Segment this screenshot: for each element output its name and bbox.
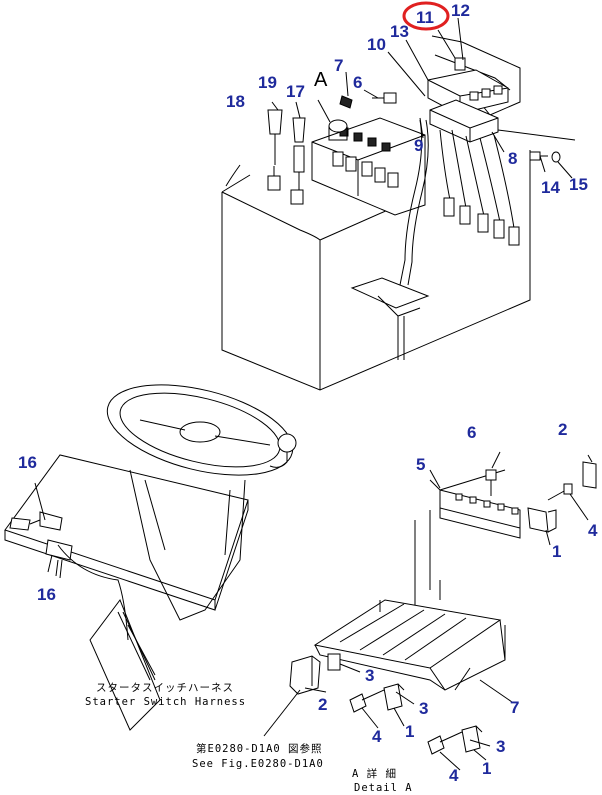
screw-4-top (547, 483, 573, 501)
relay-2-bottom (289, 655, 321, 695)
callout-detail-1-mid[interactable]: 1 (405, 722, 414, 741)
callout-15[interactable]: 15 (569, 175, 588, 194)
figure-ref-en: See Fig.E0280-D1A0 (192, 758, 324, 770)
detail-a-marker: A (314, 69, 328, 91)
relay-3-left (327, 653, 341, 671)
callout-detail-3-mid[interactable]: 3 (419, 699, 428, 718)
callout-detail-4-bottom[interactable]: 4 (449, 766, 459, 785)
callout-detail-2-top[interactable]: 2 (558, 420, 567, 439)
mount-plate (350, 277, 430, 360)
callout-detail-3-bottom[interactable]: 3 (496, 737, 505, 756)
bolt-14 (529, 151, 548, 161)
callout-detail-1-bottom[interactable]: 1 (482, 759, 491, 778)
callout-17[interactable]: 17 (286, 82, 305, 101)
switch-bar-8 (429, 99, 499, 143)
detail-a-switch (339, 95, 353, 109)
detail-a-assembly (263, 451, 597, 771)
callout-detail-4-top[interactable]: 4 (588, 521, 598, 540)
detail-bolt-6 (485, 469, 497, 496)
switch-row (332, 127, 399, 188)
harness-caption-en: Starter Switch Harness (85, 696, 246, 708)
bolt-6 (372, 92, 397, 104)
callout-9[interactable]: 9 (414, 136, 423, 155)
detail-caption-jp: A 詳 細 (352, 767, 397, 780)
callout-18[interactable]: 18 (226, 92, 245, 111)
callout-7[interactable]: 7 (334, 56, 343, 75)
lever-knob-19 (290, 117, 306, 205)
callout-14[interactable]: 14 (541, 178, 560, 197)
callout-detail-2-bottom[interactable]: 2 (318, 695, 327, 714)
harness-caption-jp: スタータスイッチハーネス (96, 682, 234, 694)
relay-1-top (527, 507, 557, 533)
callout-detail-7[interactable]: 7 (510, 698, 519, 717)
callout-detail-4-mid[interactable]: 4 (372, 727, 382, 746)
callout-8[interactable]: 8 (508, 149, 517, 168)
bracket-2-top (582, 454, 597, 489)
callout-detail-1-top[interactable]: 1 (552, 542, 561, 561)
steering-assembly (4, 384, 297, 731)
bolt-4-mid (349, 689, 385, 713)
detail-caption-en: Detail A (354, 782, 413, 794)
console-assembly (221, 17, 576, 391)
callout-19[interactable]: 19 (258, 73, 277, 92)
bolt-4-bottom (427, 731, 463, 755)
callout-6[interactable]: 6 (353, 73, 362, 92)
callout-16-upper[interactable]: 16 (18, 453, 37, 472)
callout-detail-6[interactable]: 6 (467, 423, 476, 442)
harness-cables (399, 119, 520, 286)
callout-11[interactable]: 11 (416, 8, 434, 27)
callout-16-lower[interactable]: 16 (37, 585, 56, 604)
callout-detail-5[interactable]: 5 (416, 455, 425, 474)
relay-1-bottom (461, 725, 483, 753)
callout-12[interactable]: 12 (451, 1, 470, 20)
callout-13[interactable]: 13 (390, 22, 409, 41)
callout-10[interactable]: 10 (367, 35, 386, 54)
turn-switch-16 (9, 511, 73, 579)
control-knob-17 (328, 119, 348, 141)
highlight-oval (402, 1, 450, 31)
callout-detail-3-left[interactable]: 3 (365, 666, 374, 685)
figure-ref-jp: 第E0280-D1A0 図参照 (196, 742, 323, 755)
lever-knob-18 (267, 109, 283, 191)
washer-15 (551, 151, 561, 163)
relay-1-mid (383, 683, 405, 711)
